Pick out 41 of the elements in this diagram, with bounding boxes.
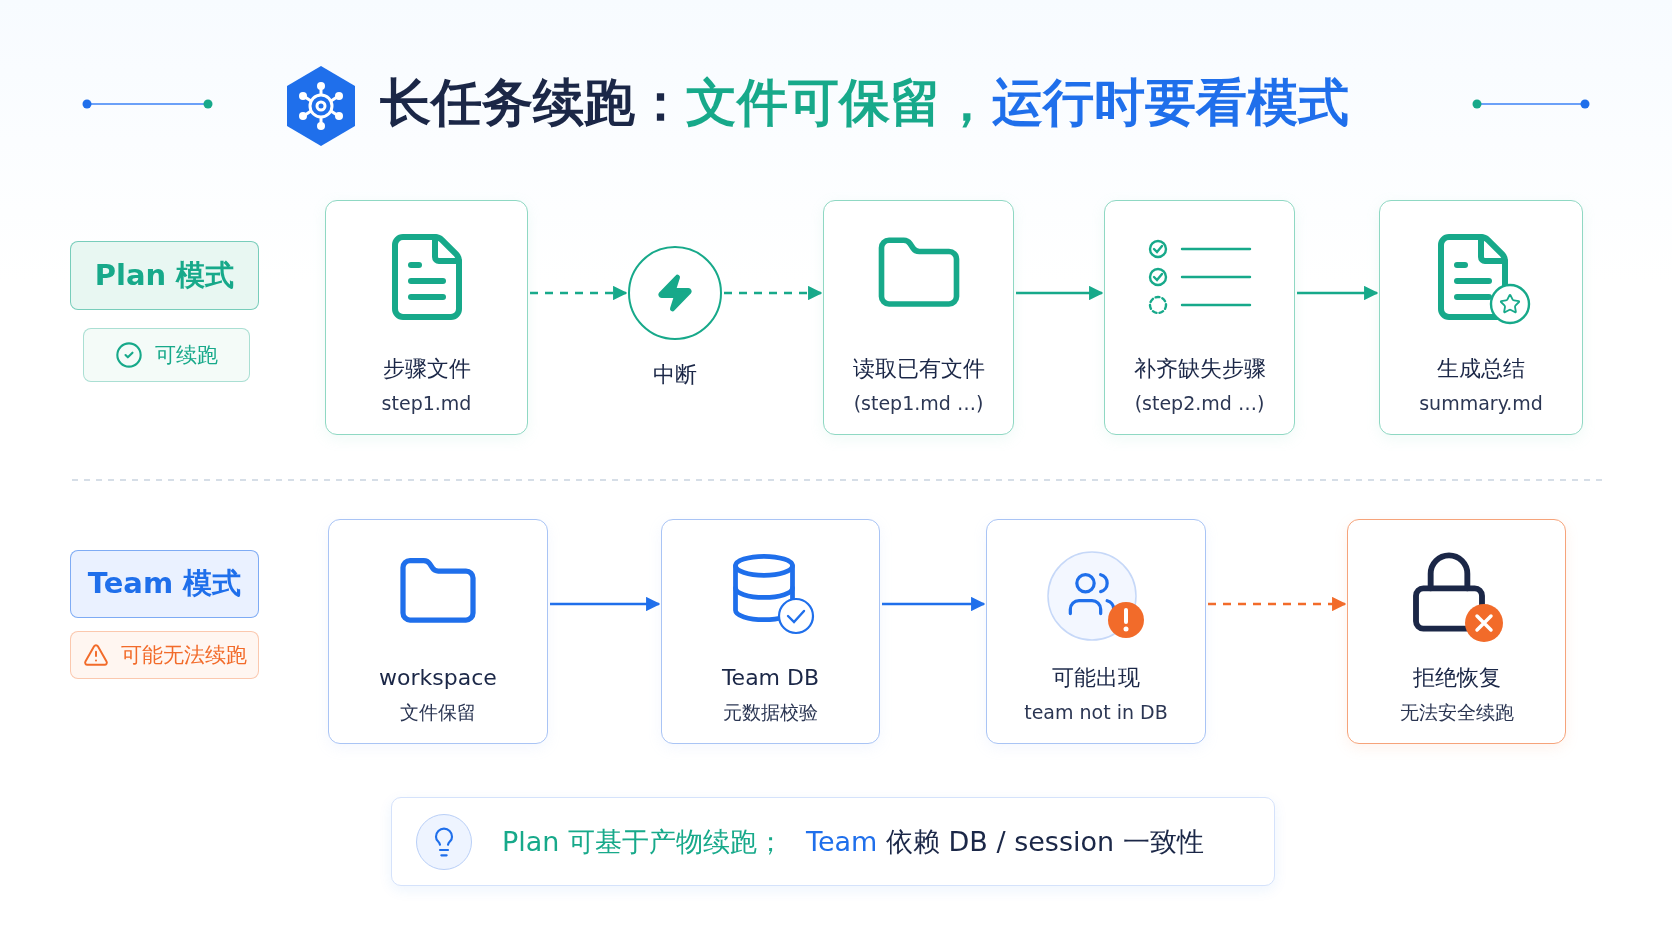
arrow bbox=[1208, 596, 1347, 612]
step-title: 步骤文件 bbox=[382, 355, 471, 383]
process-card bbox=[328, 519, 548, 744]
step-title: 拒绝恢复 bbox=[1412, 664, 1501, 692]
process-card bbox=[661, 519, 880, 744]
arrow bbox=[724, 285, 823, 301]
arrow bbox=[530, 285, 628, 301]
step-title: 生成总结 bbox=[1437, 355, 1525, 383]
step-title: 读取已有文件 bbox=[852, 355, 985, 383]
step-detail: 元数据校验 bbox=[723, 700, 818, 725]
step-detail: team not in DB bbox=[1024, 700, 1168, 725]
step-detail: 文件保留 bbox=[400, 700, 476, 725]
step-title: Team DB bbox=[721, 664, 820, 692]
arrow bbox=[550, 596, 661, 612]
step-detail: (step2.md …) bbox=[1134, 391, 1265, 416]
process-card bbox=[1379, 200, 1583, 435]
arrow bbox=[882, 596, 986, 612]
status-text: 可续跑 bbox=[155, 342, 218, 369]
node-label: 中断 bbox=[653, 361, 697, 389]
mode-tag: Plan 模式 bbox=[70, 241, 259, 310]
status-text: 可能无法续跑 bbox=[120, 642, 247, 669]
step-title: 可能出现 bbox=[1052, 664, 1140, 692]
process-card bbox=[823, 200, 1014, 435]
step-detail: step1.md bbox=[381, 391, 472, 416]
summary-text: Team 依赖 DB / session 一致性 bbox=[806, 824, 1204, 859]
summary-banner bbox=[391, 797, 1275, 886]
step-title: workspace bbox=[379, 664, 497, 692]
arrow bbox=[1016, 285, 1104, 301]
step-detail: summary.md bbox=[1419, 391, 1543, 416]
step-title: 补齐缺失步骤 bbox=[1133, 355, 1266, 383]
process-card bbox=[986, 519, 1206, 744]
process-card bbox=[325, 200, 528, 435]
error-card bbox=[1347, 519, 1566, 744]
step-detail: 无法安全续跑 bbox=[1399, 700, 1514, 725]
step-detail: (step1.md …) bbox=[853, 391, 984, 416]
summary-text: Plan 可基于产物续跑； bbox=[502, 824, 785, 859]
status-pill bbox=[83, 328, 250, 382]
process-card bbox=[1104, 200, 1295, 435]
mode-tag: Team 模式 bbox=[70, 550, 259, 618]
arrow bbox=[1297, 285, 1379, 301]
status-pill bbox=[70, 631, 259, 679]
